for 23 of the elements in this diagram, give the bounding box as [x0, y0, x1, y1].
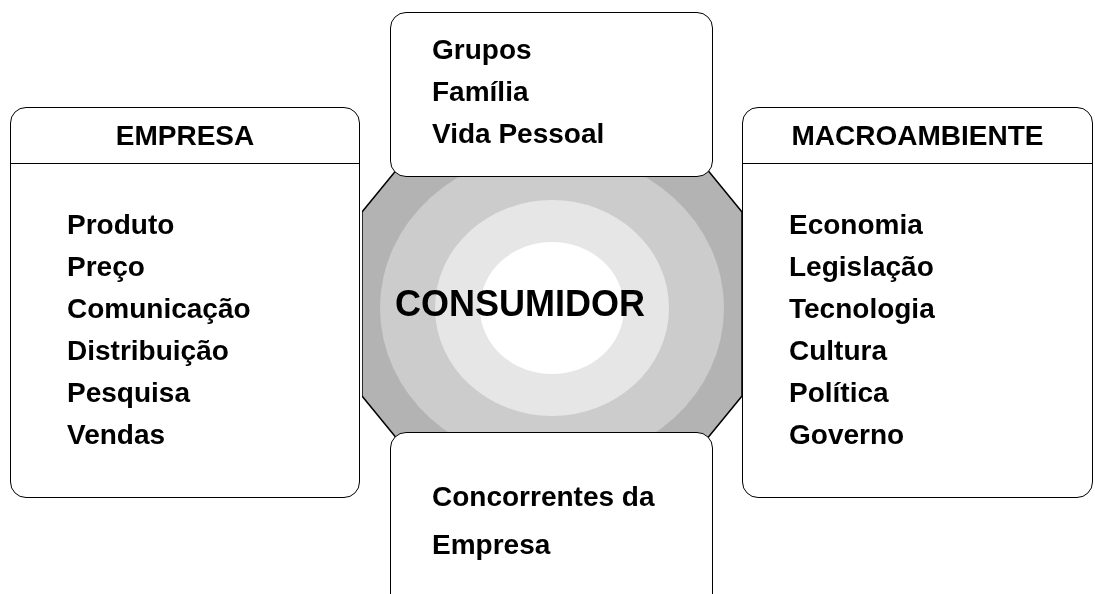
list-item: Economia	[789, 208, 923, 242]
rounded-box	[10, 107, 360, 498]
list-item: Preço	[67, 250, 145, 284]
list-item: Política	[789, 376, 889, 410]
rounded-box	[390, 432, 713, 594]
center-label: CONSUMIDOR	[394, 283, 646, 325]
list-item: Distribuição	[67, 334, 229, 368]
list-item: Pesquisa	[67, 376, 190, 410]
list-item: Família	[432, 75, 529, 109]
list-item: Legislação	[789, 250, 934, 284]
list-item: Tecnologia	[789, 292, 935, 326]
box-heading: EMPRESA	[11, 108, 359, 164]
list-item: Concorrentes da Empresa	[432, 480, 656, 562]
list-item: Vendas	[67, 418, 166, 452]
box-heading: MACROAMBIENTE	[743, 108, 1092, 164]
list-item: Cultura	[789, 334, 887, 368]
rounded-box	[742, 107, 1093, 498]
list-item: Grupos	[432, 33, 532, 67]
list-item: Governo	[789, 418, 905, 452]
list-item: Vida Pessoal	[432, 117, 605, 151]
rounded-box	[390, 12, 713, 177]
list-item: Produto	[67, 208, 175, 242]
list-item: Comunicação	[67, 292, 251, 326]
